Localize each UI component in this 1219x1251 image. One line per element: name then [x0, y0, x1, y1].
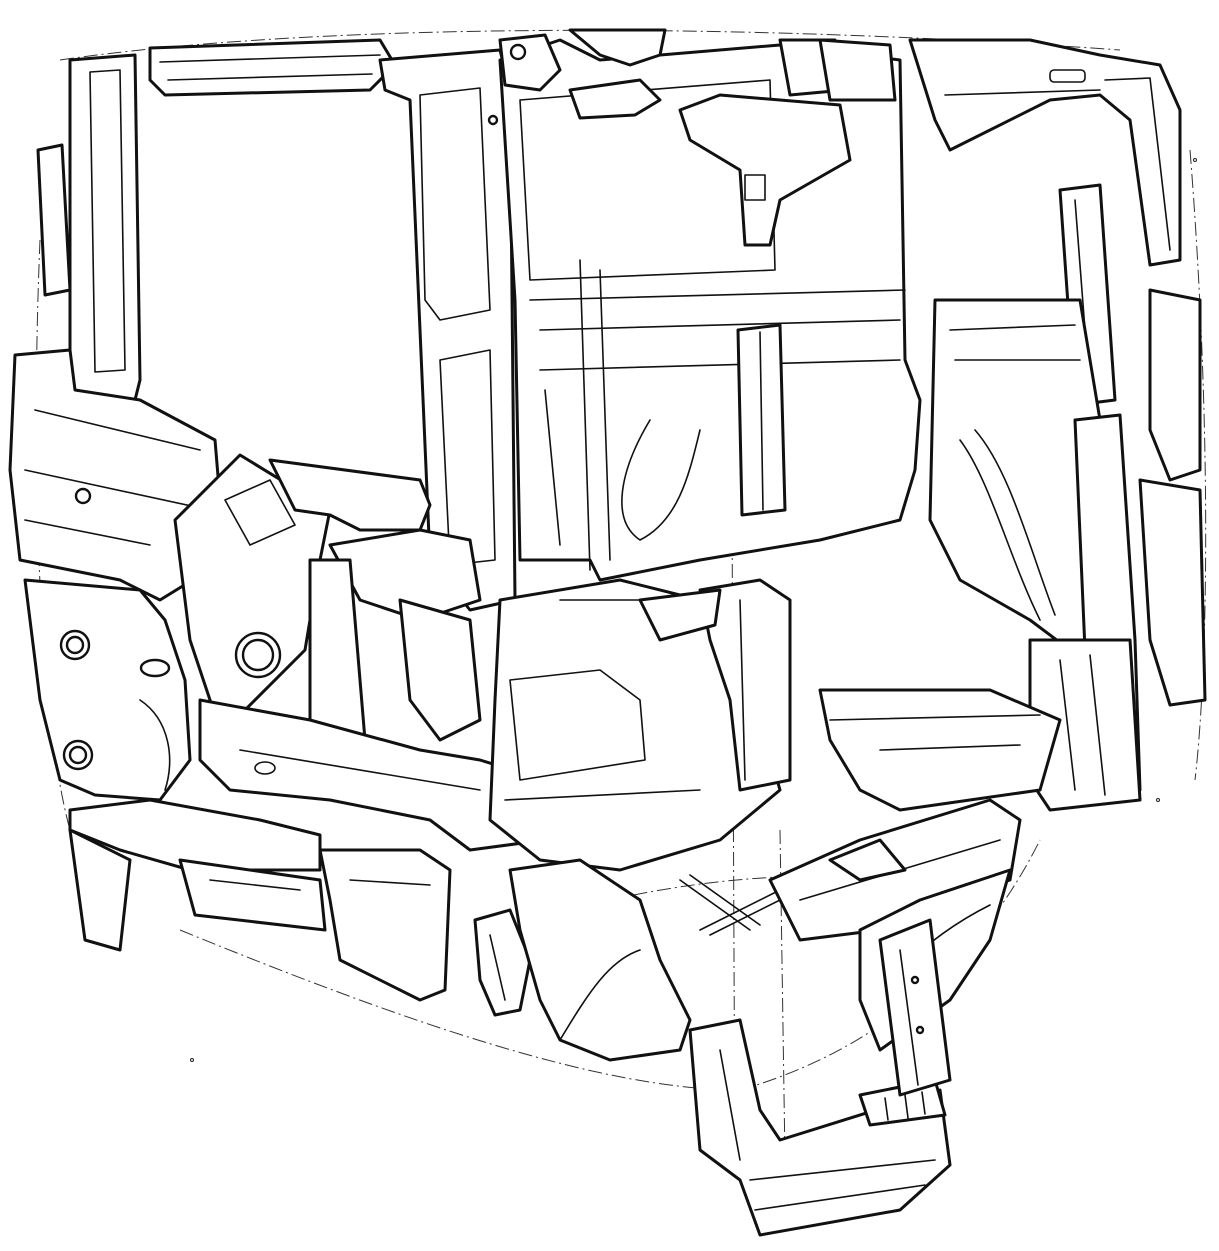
left-lower-inner-panel [23, 578, 192, 802]
cowl-upper-panel [268, 458, 482, 762]
roof-front-bar [148, 38, 397, 97]
steering-mount-bracket [173, 453, 332, 717]
right-floor-panel [818, 688, 1062, 812]
front-lower-crossmember [68, 798, 327, 952]
right-side-wall-panel [928, 288, 1207, 707]
center-post [736, 323, 787, 517]
front-lower-panel [318, 848, 452, 1002]
engine-tunnel-cover [488, 578, 792, 872]
rear-wall-top-details [498, 28, 897, 120]
stray-marks [190, 158, 1197, 1062]
cowl-lower-panel [198, 698, 547, 852]
entry-step-box [688, 1018, 952, 1237]
right-b-pillar [1028, 413, 1142, 812]
step-well-left [473, 858, 692, 1062]
upper-gusset-bracket [678, 93, 852, 247]
floor-cross-brace [679, 874, 791, 936]
right-lower-pillar [878, 918, 952, 1097]
